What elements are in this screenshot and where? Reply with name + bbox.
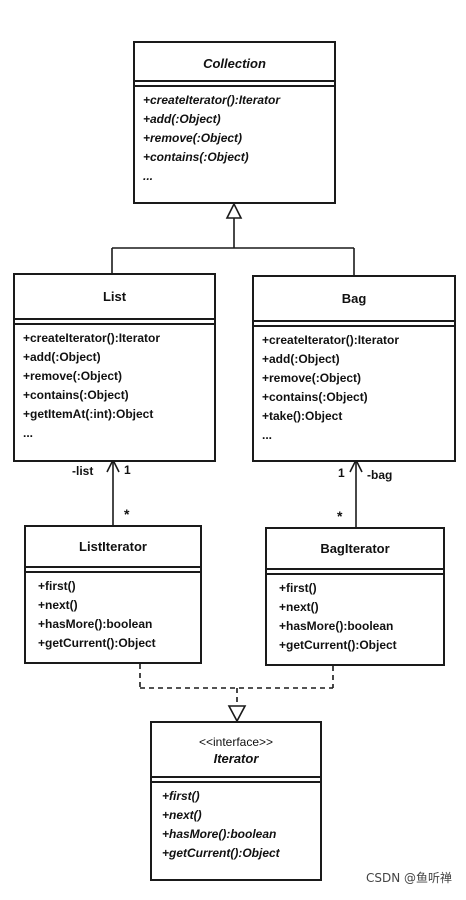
operation: +createIterator():Iterator xyxy=(23,331,161,345)
operation: +hasMore():boolean xyxy=(162,827,277,841)
operation: +createIterator():Iterator xyxy=(143,93,281,107)
class-bag: Bag +createIterator():Iterator +add(:Obj… xyxy=(252,275,456,462)
class-bagiterator-separator xyxy=(267,568,443,570)
class-bag-separator-2 xyxy=(254,325,454,327)
operation: ... xyxy=(143,169,154,183)
class-list-separator xyxy=(15,318,214,320)
operation: ... xyxy=(23,426,34,440)
operation: +next() xyxy=(162,808,202,822)
operation: +remove(:Object) xyxy=(23,369,123,383)
class-listiterator-separator xyxy=(26,566,200,568)
class-bagiterator-separator-2 xyxy=(267,573,443,575)
operation: +first() xyxy=(38,579,76,593)
association-bag-role: -bag xyxy=(367,468,393,482)
operation: +next() xyxy=(38,598,78,612)
class-listiterator: ListIterator +first() +next() +hasMore()… xyxy=(24,525,202,664)
association-bag-multiplicity: 1 xyxy=(338,466,345,480)
class-collection-separator-2 xyxy=(135,85,334,87)
class-list-separator-2 xyxy=(15,323,214,325)
operation: +first() xyxy=(279,581,317,595)
operation: +remove(:Object) xyxy=(143,131,243,145)
operation: +hasMore():boolean xyxy=(38,617,153,631)
realization-arrowhead xyxy=(227,705,247,723)
interface-iterator-separator-2 xyxy=(152,781,320,783)
operation: +contains(:Object) xyxy=(143,150,249,164)
class-collection-name: Collection xyxy=(203,56,266,71)
association-list-multiplicity: 1 xyxy=(124,463,131,477)
operation: +contains(:Object) xyxy=(23,388,129,402)
operation: +getCurrent():Object xyxy=(279,638,397,652)
class-bagiterator-name: BagIterator xyxy=(320,541,390,556)
operation: +createIterator():Iterator xyxy=(262,333,400,347)
class-collection-separator xyxy=(135,80,334,82)
operation: +add(:Object) xyxy=(143,112,221,126)
association-bag-many: * xyxy=(337,508,343,524)
association-list-many: * xyxy=(124,506,130,522)
association-list-role: -list xyxy=(72,464,94,478)
interface-iterator-operations: +first() +next() +hasMore():boolean +get… xyxy=(152,783,320,863)
class-listiterator-name: ListIterator xyxy=(79,539,147,554)
class-list: List +createIterator():Iterator +add(:Ob… xyxy=(13,273,216,462)
interface-iterator-separator xyxy=(152,776,320,778)
operation: +getItemAt(:int):Object xyxy=(23,407,154,421)
operation: +take():Object xyxy=(262,409,343,423)
class-collection: Collection +createIterator():Iterator +a… xyxy=(133,41,336,204)
operation: +add(:Object) xyxy=(23,350,101,364)
class-collection-operations: +createIterator():Iterator +add(:Object)… xyxy=(135,87,334,186)
class-bagiterator: BagIterator +first() +next() +hasMore():… xyxy=(265,527,445,666)
class-bag-name: Bag xyxy=(341,291,367,306)
class-listiterator-operations: +first() +next() +hasMore():boolean +get… xyxy=(26,573,200,653)
operation: +hasMore():boolean xyxy=(279,619,394,633)
operation: +next() xyxy=(279,600,319,614)
operation: ... xyxy=(262,428,273,442)
interface-iterator: <<interface>> Iterator +first() +next() … xyxy=(150,721,322,881)
operation: +add(:Object) xyxy=(262,352,340,366)
interface-iterator-name: Iterator xyxy=(213,751,259,766)
class-bag-operations: +createIterator():Iterator +add(:Object)… xyxy=(254,327,454,445)
operation: +first() xyxy=(162,789,200,803)
class-bagiterator-operations: +first() +next() +hasMore():boolean +get… xyxy=(267,575,443,655)
generalization-arrowhead xyxy=(225,202,243,219)
watermark: CSDN @鱼听禅 xyxy=(365,871,452,885)
operation: +getCurrent():Object xyxy=(38,636,156,650)
operation: +getCurrent():Object xyxy=(162,846,280,860)
class-list-operations: +createIterator():Iterator +add(:Object)… xyxy=(15,325,214,443)
operation: +remove(:Object) xyxy=(262,371,362,385)
class-listiterator-separator-2 xyxy=(26,571,200,573)
class-bag-separator xyxy=(254,320,454,322)
operation: +contains(:Object) xyxy=(262,390,368,404)
interface-iterator-stereotype: <<interface>> xyxy=(198,735,274,749)
class-list-name: List xyxy=(102,289,127,304)
